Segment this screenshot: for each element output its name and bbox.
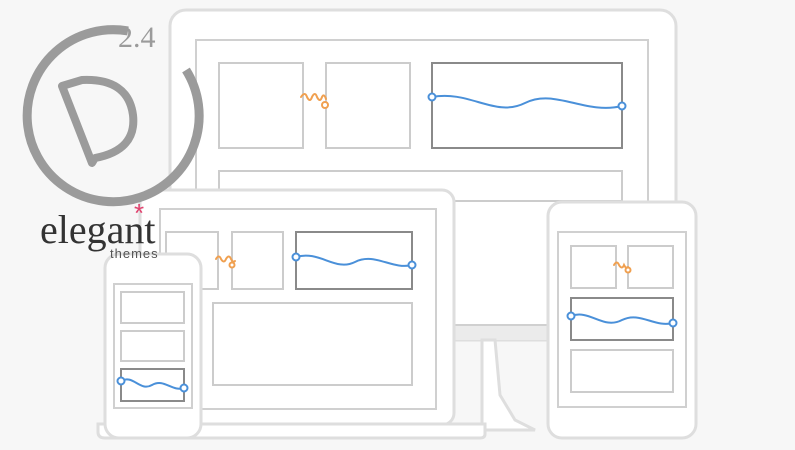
brand-wordmark: elegant (40, 207, 156, 252)
laptop (96, 188, 487, 440)
desktop-wave-box (431, 62, 623, 149)
wave-line (431, 94, 623, 109)
desktop-box-2 (325, 62, 411, 149)
phone-right (546, 200, 698, 440)
brand-subtext: themes (110, 246, 159, 261)
desktop-box-1 (218, 62, 304, 149)
divi-circle-logo (22, 25, 204, 207)
squiggle-icon (300, 93, 327, 101)
asterisk-icon: * (134, 198, 144, 228)
squiggle-icon (215, 255, 236, 263)
phone-left (103, 252, 203, 440)
version-text: 2.4 (118, 21, 156, 54)
